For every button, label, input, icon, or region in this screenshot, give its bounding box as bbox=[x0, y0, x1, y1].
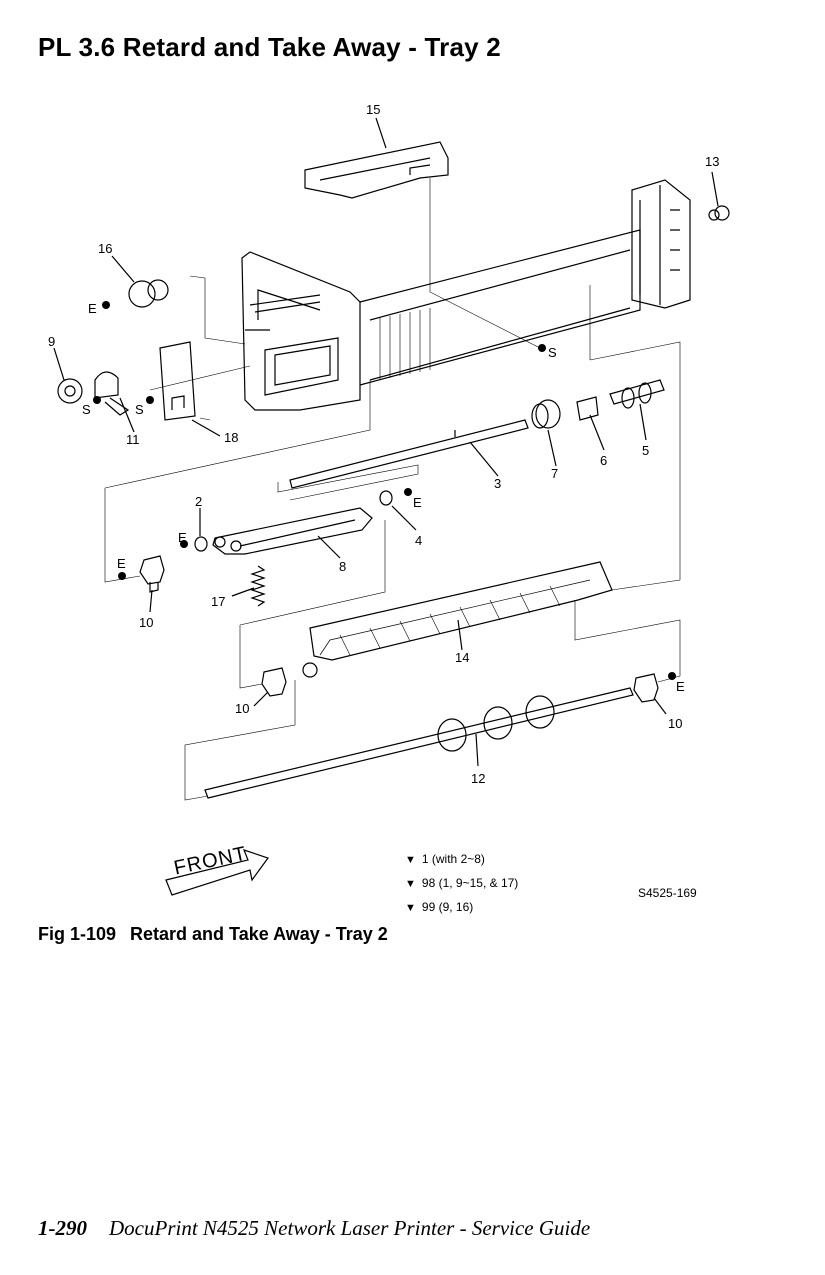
legend-item: ▼98 (1, 9~15, & 17) bbox=[405, 876, 519, 890]
callout-8: 8 bbox=[339, 559, 346, 574]
page-title: PL 3.6 Retard and Take Away - Tray 2 bbox=[38, 32, 501, 62]
callout-3: 3 bbox=[494, 476, 501, 491]
footer-text: DocuPrint N4525 Network Laser Printer - … bbox=[109, 1216, 591, 1240]
part-frame-left bbox=[241, 251, 361, 411]
part-11-bracket bbox=[94, 371, 119, 399]
legend: ▼1 (with 2~8) ▼98 (1, 9~15, & 17) ▼99 (9… bbox=[405, 848, 518, 920]
figure-number: Fig 1-109 bbox=[38, 924, 117, 944]
part-5-assembly bbox=[609, 379, 665, 405]
callout-18: 18 bbox=[224, 430, 238, 445]
callout-12: 12 bbox=[471, 771, 485, 786]
marker-e: E bbox=[676, 679, 685, 694]
exploded-parts-diagram: 15 13 16 9 11 18 3 7 6 5 2 4 8 17 10 14 … bbox=[0, 80, 825, 930]
part-3-shaft bbox=[289, 419, 529, 489]
callout-10-mid: 10 bbox=[235, 701, 249, 716]
part-9-gear bbox=[57, 378, 83, 404]
part-18-bracket bbox=[159, 341, 196, 421]
front-arrow bbox=[165, 849, 269, 896]
part-4-bushing bbox=[379, 490, 393, 506]
page-footer: 1-290 DocuPrint N4525 Network Laser Print… bbox=[38, 1216, 590, 1241]
part-6-clutch bbox=[576, 396, 599, 421]
part-8-bracket bbox=[212, 507, 373, 555]
marker-e: E bbox=[117, 556, 126, 571]
marker-e: E bbox=[178, 530, 187, 545]
part-16-gear bbox=[128, 280, 156, 308]
part-10-left bbox=[139, 555, 165, 585]
part-10-right bbox=[633, 673, 659, 703]
figure-title: Retard and Take Away - Tray 2 bbox=[130, 924, 388, 944]
triangle-icon: ▼ bbox=[405, 902, 416, 914]
part-15-cover bbox=[304, 141, 449, 199]
part-frame-rail bbox=[359, 229, 641, 386]
part-13-gear bbox=[714, 205, 730, 221]
legend-item: ▼1 (with 2~8) bbox=[405, 852, 485, 866]
diagram-svg: 15 13 16 9 11 18 3 7 6 5 2 4 8 17 10 14 … bbox=[48, 102, 730, 896]
callout-15: 15 bbox=[366, 102, 380, 117]
callout-16: 16 bbox=[98, 241, 112, 256]
legend-item: ▼99 (9, 16) bbox=[405, 900, 474, 914]
triangle-icon: ▼ bbox=[405, 878, 416, 890]
callout-5: 5 bbox=[642, 443, 649, 458]
part-7-roller bbox=[535, 399, 561, 429]
callout-6: 6 bbox=[600, 453, 607, 468]
callout-13: 13 bbox=[705, 154, 719, 169]
callout-11: 11 bbox=[126, 432, 140, 447]
callout-7: 7 bbox=[551, 466, 558, 481]
figure-caption: Fig 1-109 Retard and Take Away - Tray 2 bbox=[38, 924, 388, 945]
part-12-shaft bbox=[204, 687, 634, 799]
triangle-icon: ▼ bbox=[405, 854, 416, 866]
marker-e: E bbox=[88, 301, 97, 316]
callout-4: 4 bbox=[415, 533, 422, 548]
part-10-mid bbox=[261, 667, 287, 697]
page-number: 1-290 bbox=[38, 1216, 87, 1240]
marker-s: S bbox=[82, 402, 91, 417]
marker-s: S bbox=[548, 345, 557, 360]
part-frame-right bbox=[631, 179, 691, 309]
part-2-bushing bbox=[194, 536, 208, 552]
callout-10-left: 10 bbox=[139, 615, 153, 630]
marker-e: E bbox=[413, 495, 422, 510]
callout-17: 17 bbox=[211, 594, 225, 609]
marker-s: S bbox=[135, 402, 144, 417]
callout-2: 2 bbox=[195, 494, 202, 509]
part-14-chute bbox=[309, 561, 613, 661]
callout-9: 9 bbox=[48, 334, 55, 349]
part-17-spring bbox=[250, 565, 266, 607]
callout-10-right: 10 bbox=[668, 716, 682, 731]
drawing-id: S4525-169 bbox=[638, 886, 697, 900]
callout-14: 14 bbox=[455, 650, 469, 665]
